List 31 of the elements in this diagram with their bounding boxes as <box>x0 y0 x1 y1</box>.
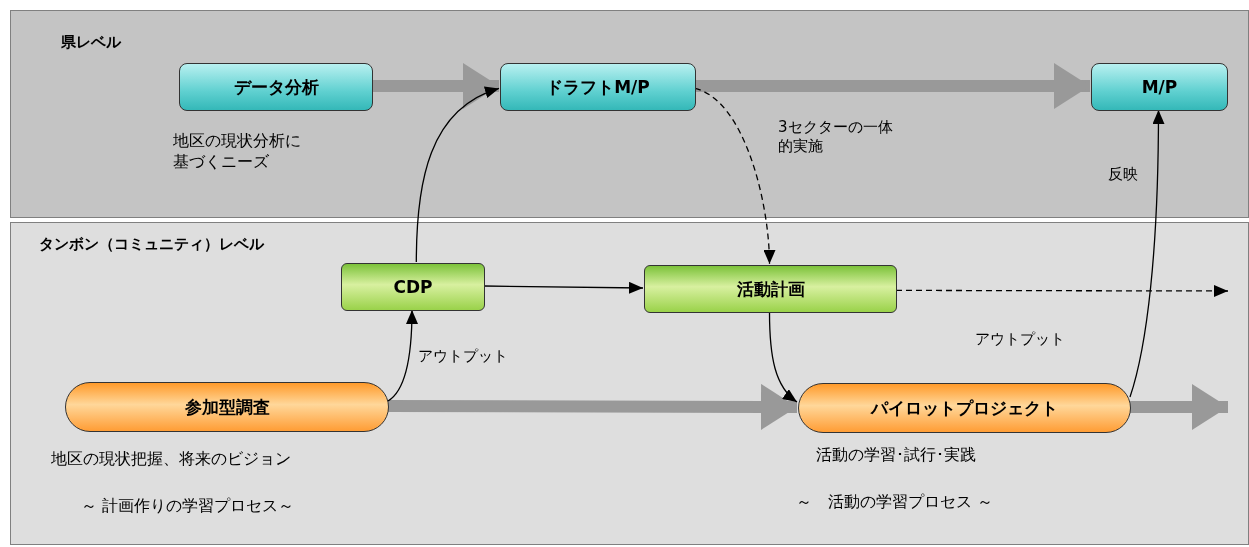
process-box: M/P <box>1091 63 1228 111</box>
flow-arrow <box>388 383 797 430</box>
process-box: データ分析 <box>179 63 373 111</box>
caption-text: 地区の現状把握、将来のビジョン <box>51 449 292 470</box>
arrow <box>895 284 1229 297</box>
caption-text: 活動の学習･試行･実践 <box>816 445 977 466</box>
caption-text: ～ 活動の学習プロセス ～ <box>796 492 995 513</box>
arrow <box>415 87 500 263</box>
arrow <box>768 311 798 403</box>
activity-pill: 参加型調査 <box>65 382 389 432</box>
process-box: ドラフトM/P <box>500 63 696 111</box>
level-band <box>10 10 1249 218</box>
process-box: CDP <box>341 263 485 311</box>
arrow <box>483 281 644 294</box>
arrow <box>1129 109 1165 398</box>
process-box: 活動計画 <box>644 265 897 313</box>
band-heading: 県レベル <box>60 33 122 52</box>
edge-label: アウトプット <box>975 330 1066 349</box>
flow-arrow <box>372 63 499 109</box>
band-heading: タンボン（コミュニティ）レベル <box>37 235 265 254</box>
level-band <box>10 222 1249 545</box>
flow-arrow <box>1130 384 1228 430</box>
edge-label: アウトプット <box>418 347 509 366</box>
arrow <box>387 309 418 402</box>
caption-text: ～ 計画作りの学習プロセス～ <box>81 496 296 517</box>
edge-label: 3セクターの一体的実施 <box>778 118 894 156</box>
activity-pill: パイロットプロジェクト <box>798 383 1131 433</box>
flow-arrow <box>695 63 1090 109</box>
caption-text: 地区の現状分析に基づくニーズ <box>173 131 302 173</box>
arrow <box>694 87 776 265</box>
edge-label: 反映 <box>1108 165 1139 184</box>
